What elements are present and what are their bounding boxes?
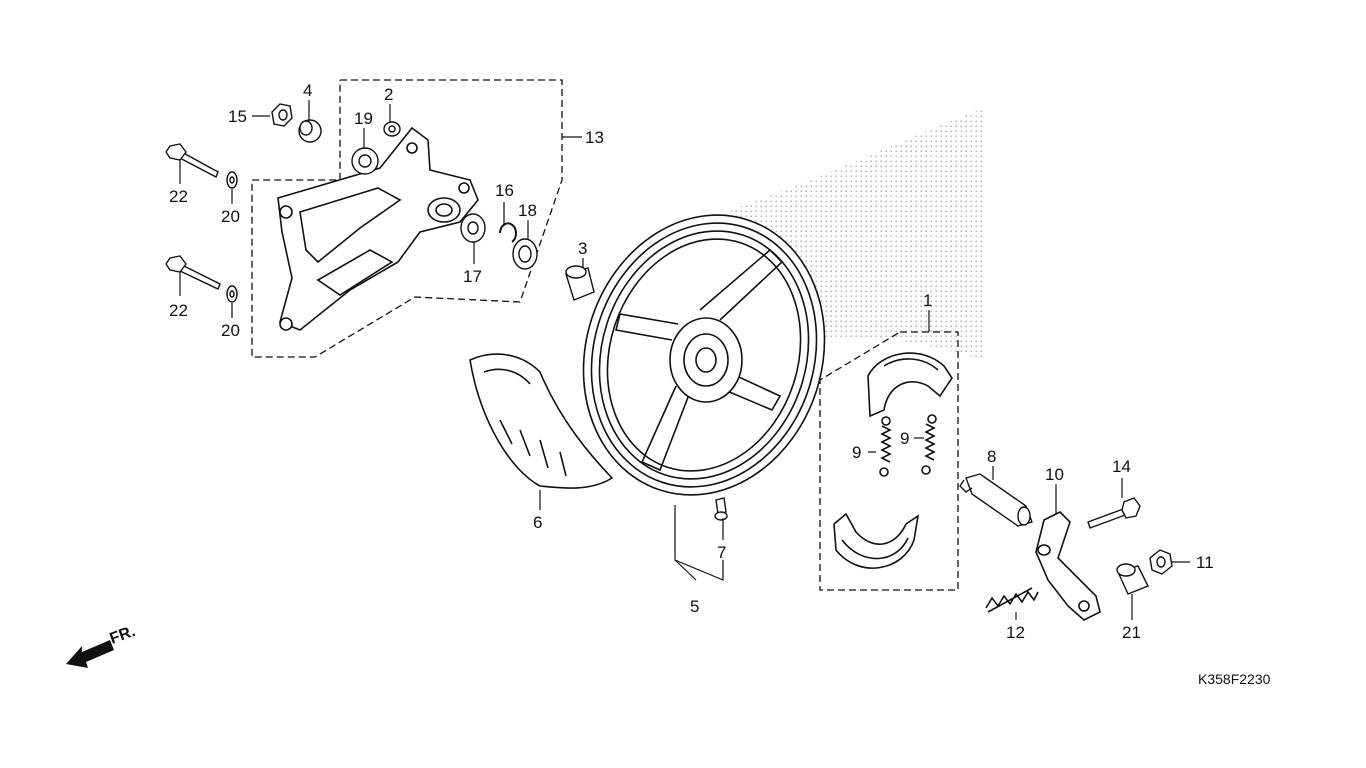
brake-cam-8 (959, 473, 1033, 527)
joint-21 (1116, 563, 1149, 595)
label-part-9-left: 9 (852, 443, 861, 462)
label-part-19: 19 (354, 109, 373, 128)
label-part-5: 5 (690, 597, 699, 616)
swing-arm-bracket (277, 126, 479, 331)
label-part-21: 21 (1122, 623, 1141, 642)
label-part-16: 16 (495, 181, 514, 200)
leader-lines (179, 100, 1190, 620)
bolt-14 (1087, 497, 1141, 529)
label-part-15: 15 (228, 107, 247, 126)
label-part-4: 4 (303, 81, 312, 100)
label-part-3: 3 (578, 239, 587, 258)
nut-11 (1149, 549, 1173, 575)
label-part-12: 12 (1006, 623, 1025, 642)
label-part-9-right: 9 (900, 429, 909, 448)
label-part-13: 13 (585, 128, 604, 147)
circlip-16 (499, 222, 517, 243)
front-direction-arrow: FR. (66, 623, 138, 668)
label-part-2: 2 (384, 85, 393, 104)
label-part-1: 1 (923, 291, 932, 310)
label-part-17: 17 (463, 267, 482, 286)
part-labels: 1 2 3 4 5 6 7 8 9 9 10 11 12 13 14 15 16… (169, 81, 1214, 642)
brake-shoe-lower (833, 512, 920, 569)
rear-wheel-5 (582, 214, 826, 496)
return-spring-12 (985, 587, 1039, 613)
spring-9-left (879, 416, 892, 477)
bearing-2 (383, 121, 401, 137)
label-part-6: 6 (533, 513, 542, 532)
washer-20-upper (226, 171, 238, 189)
collar-4 (298, 119, 322, 143)
front-label: FR. (108, 623, 138, 648)
bolt-22-upper (165, 143, 219, 178)
label-part-8: 8 (987, 447, 996, 466)
label-part-10: 10 (1045, 465, 1064, 484)
bearing-17 (460, 213, 486, 243)
label-part-7: 7 (717, 543, 726, 562)
label-part-20-upper: 20 (221, 207, 240, 226)
brake-shoe-upper (867, 352, 953, 418)
washer-20-lower (226, 285, 238, 303)
collar-3 (565, 265, 595, 301)
label-part-14: 14 (1112, 457, 1131, 476)
bearing-19 (351, 147, 379, 175)
label-part-22-lower: 22 (169, 301, 188, 320)
nut-15 (271, 103, 293, 127)
label-part-18: 18 (518, 201, 537, 220)
tire-6 (469, 353, 614, 489)
valve-7 (714, 497, 728, 521)
label-part-22-upper: 22 (169, 187, 188, 206)
label-part-20-lower: 20 (221, 321, 240, 340)
bolt-22-lower (165, 255, 221, 290)
oil-seal-18 (512, 238, 538, 270)
figure-code: K358F2230 (1198, 671, 1271, 687)
label-part-11: 11 (1196, 553, 1214, 572)
spring-9-right (921, 414, 937, 475)
brake-arm-10 (1035, 511, 1101, 621)
